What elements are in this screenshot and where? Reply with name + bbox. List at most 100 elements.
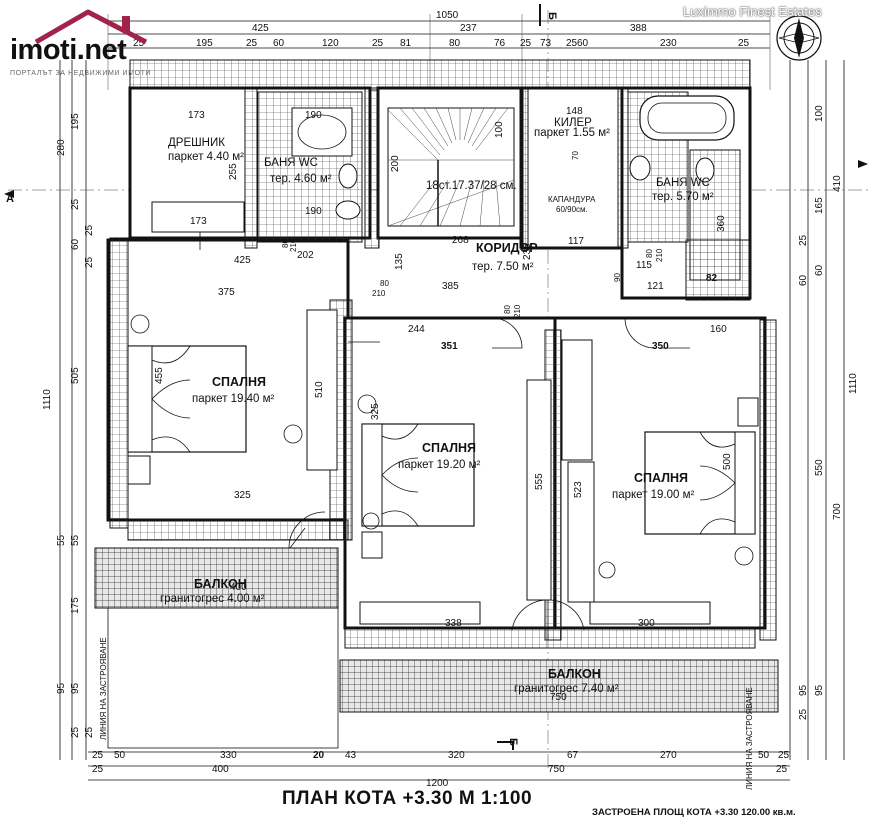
door-dim-210-c: 210 — [655, 248, 664, 262]
dim-bottom-total: 1200 — [426, 778, 449, 789]
dim-bottom2-0: 25 — [92, 764, 104, 775]
section-marker-bottom: Б — [507, 738, 519, 746]
door-dim-210-a: 210 — [289, 238, 298, 252]
dim-325-mid: 325 — [370, 403, 381, 420]
dim-400: 400 — [230, 582, 247, 593]
dim-top-row-4: 120 — [322, 38, 339, 49]
dim-top-c: 388 — [630, 23, 647, 34]
dim-left-4: 25 — [84, 224, 95, 236]
room-dreshnik-area: паркет 4.40 м² — [168, 151, 244, 163]
room-bed3-area: паркет 19.00 м² — [612, 489, 695, 501]
bed-bedroom-3 — [644, 431, 756, 535]
dim-190-bottom: 190 — [305, 206, 322, 217]
dim-right-4: 60 — [814, 264, 825, 276]
room-dreshnik-name: ДРЕШНИК — [168, 137, 225, 149]
balcony-left — [94, 547, 339, 609]
dim-left-5: 25 — [84, 256, 95, 268]
dim-bottom2-1: 400 — [212, 764, 229, 775]
room-bed1-name: СПАЛНЯ — [212, 375, 266, 389]
north-compass-icon — [776, 15, 822, 61]
staircase — [387, 107, 515, 227]
dim-bottom1-2: 330 — [220, 750, 237, 761]
shaft-size: 60/90см. — [556, 205, 588, 214]
room-bath1-name: БАНЯ WC — [264, 157, 318, 169]
dim-right-10: 95 — [814, 684, 825, 696]
dim-bottom1-8: 50 — [758, 750, 770, 761]
furniture — [127, 201, 759, 625]
dim-top-b: 237 — [460, 23, 477, 34]
dim-left-12: 95 — [70, 682, 81, 694]
dim-top-row-0: 25 — [133, 38, 145, 49]
logo-text: imoti.net — [10, 34, 127, 66]
dim-left-11: 95 — [56, 682, 67, 694]
dim-bottom2-2: 750 — [548, 764, 565, 775]
build-line-right: ЛИНИЯ НА ЗАСТРОЯВАНЕ — [745, 687, 754, 790]
dim-115: 115 — [636, 260, 652, 271]
dim-right-7: 550 — [814, 459, 825, 476]
dim-right-11: 25 — [798, 708, 809, 720]
dim-left-10: 175 — [70, 597, 81, 614]
dim-right-5: 60 — [798, 274, 809, 286]
door-dim-210-d: 210 — [372, 289, 386, 298]
dim-117: 117 — [568, 236, 584, 247]
plan-title: ПЛАН КОТА +3.30 М 1:100 — [282, 788, 533, 809]
dim-top-row-1: 195 — [196, 38, 213, 49]
dim-top-row-9: 25 — [520, 38, 532, 49]
dim-338: 338 — [445, 618, 462, 629]
dim-top-total: 1050 — [436, 10, 459, 21]
dim-100: 100 — [494, 121, 505, 138]
dim-right-0: 100 — [814, 105, 825, 122]
door-dim-80-d: 80 — [380, 279, 389, 288]
dim-top-row-5: 25 — [372, 38, 384, 49]
section-markers — [4, 4, 868, 750]
balcony1-area: гранитогрес 4.00 м² — [160, 593, 265, 605]
built-area-label: ЗАСТРОЕНА ПЛОЩ КОТА +3.30 120.00 кв.м. — [592, 807, 796, 818]
dim-top-row-12: 60 — [577, 38, 589, 49]
logo-tagline: ПОРТАЛЪТ ЗА НЕДВИЖИМИ ИМОТИ — [10, 70, 152, 77]
dim-bottom1-0: 25 — [92, 750, 104, 761]
dim-523: 523 — [573, 481, 584, 498]
dim-top-a: 425 — [252, 23, 269, 34]
dim-right-8: 700 — [832, 503, 843, 520]
door-dim-80-c: 80 — [645, 249, 654, 258]
dim-375: 375 — [218, 287, 235, 298]
balcony2-area: гранитогрес 7.40 м² — [514, 683, 619, 695]
dim-left-6: 505 — [70, 367, 81, 384]
dim-bottom1-6: 67 — [567, 750, 579, 761]
house-roof-icon — [34, 9, 148, 45]
dim-left-14: 25 — [84, 726, 95, 738]
dim-bottom1-7: 270 — [660, 750, 677, 761]
dim-top-row-11: 25 — [566, 38, 578, 49]
dim-bottom1-9: 25 — [778, 750, 790, 761]
room-kiler-name: КИЛЕР — [554, 117, 592, 129]
build-line-area — [107, 607, 339, 749]
dim-173-bottom: 173 — [190, 216, 207, 227]
dim-750: 750 — [550, 692, 567, 703]
dim-left-3: 60 — [70, 238, 81, 250]
room-bed2-area: паркет 19.20 м² — [398, 459, 481, 471]
dim-left-0: 280 — [56, 139, 67, 156]
dim-510: 510 — [314, 381, 325, 398]
dim-top-row-7: 80 — [449, 38, 461, 49]
dim-right-6: 1110 — [848, 373, 859, 394]
section-marker-top: Б — [546, 12, 558, 20]
dim-top-row-6: 81 — [400, 38, 412, 49]
dim-235: 235 — [522, 243, 533, 260]
dim-325-left: 325 — [234, 490, 251, 501]
room-bath1-area: тер. 4.60 м² — [270, 173, 332, 185]
build-line-left: ЛИНИЯ НА ЗАСТРОЯВАНЕ — [99, 637, 108, 740]
door-dim-80-a: 80 — [281, 239, 290, 248]
dim-190-top: 190 — [305, 110, 322, 121]
dim-350: 350 — [652, 341, 669, 352]
side-marker-left: А — [6, 193, 14, 205]
dim-255: 255 — [228, 163, 239, 180]
door-dim-90: 90 — [613, 273, 622, 282]
door-dim-210-b: 210 — [513, 304, 522, 318]
dim-top-row-10: 73 — [540, 38, 552, 49]
dim-173-top: 173 — [188, 110, 205, 121]
imoti-logo[interactable] — [6, 8, 166, 78]
watermark-text: Luximmo Finest Estates — [683, 4, 822, 19]
balcony-bottom — [339, 659, 779, 713]
dim-right-9: 95 — [798, 684, 809, 696]
